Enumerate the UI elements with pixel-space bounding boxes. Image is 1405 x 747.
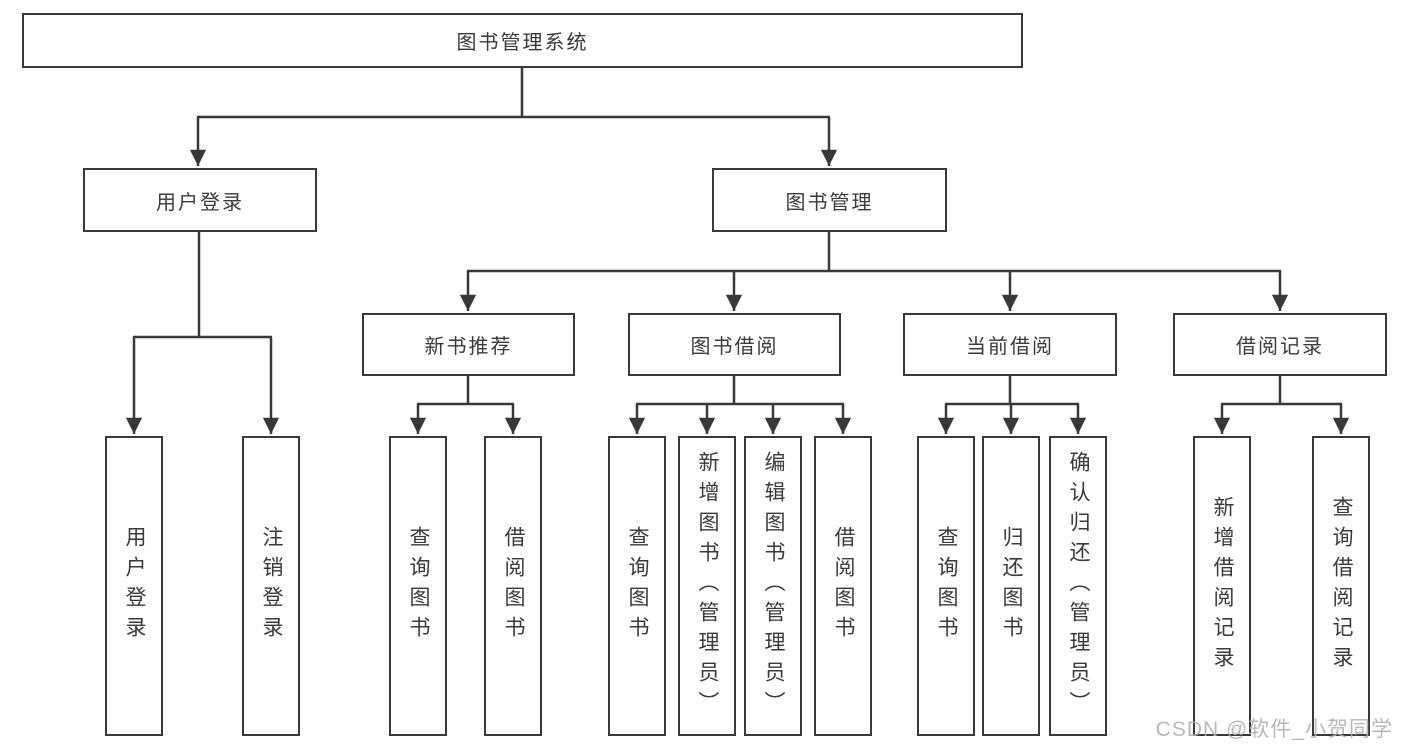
node-current-borrow: 当前借阅	[903, 313, 1117, 376]
node-leaf-query-books-2-label: 查询图书	[626, 526, 649, 646]
node-leaf-query-books-2: 查询图书	[608, 436, 666, 736]
node-borrow-record: 借阅记录	[1173, 313, 1387, 376]
node-leaf-borrow-books-2-label: 借阅图书	[832, 526, 855, 646]
node-leaf-confirm-return-admin: 确认归还（管理员）	[1049, 436, 1107, 736]
node-user-login: 用户登录	[83, 168, 317, 232]
node-leaf-query-books-1-label: 查询图书	[407, 526, 430, 646]
csdn-watermark: CSDN @软件_小贺同学	[1155, 718, 1393, 741]
node-leaf-add-borrow-record-label: 新增借阅记录	[1211, 496, 1234, 676]
node-leaf-query-borrow-record-label: 查询借阅记录	[1330, 496, 1353, 676]
node-leaf-logout: 注销登录	[242, 436, 300, 736]
node-book-management: 图书管理	[712, 168, 947, 232]
node-leaf-add-books-admin: 新增图书（管理员）	[678, 436, 736, 736]
node-book-borrow-label: 图书借阅	[690, 336, 779, 358]
node-leaf-add-borrow-record: 新增借阅记录	[1193, 436, 1251, 736]
node-leaf-borrow-books-1-label: 借阅图书	[502, 526, 525, 646]
node-leaf-logout-label: 注销登录	[260, 526, 283, 646]
node-leaf-edit-books-admin-label: 编辑图书（管理员）	[762, 451, 785, 721]
node-leaf-query-borrow-record: 查询借阅记录	[1312, 436, 1370, 736]
node-leaf-user-login-label: 用户登录	[123, 526, 146, 646]
node-leaf-borrow-books-1: 借阅图书	[484, 436, 542, 736]
node-leaf-return-books: 归还图书	[982, 436, 1040, 736]
node-leaf-confirm-return-admin-label: 确认归还（管理员）	[1067, 451, 1090, 721]
node-leaf-return-books-label: 归还图书	[1000, 526, 1023, 646]
node-book-management-label: 图书管理	[785, 191, 874, 214]
node-leaf-query-books-3: 查询图书	[917, 436, 975, 736]
node-book-borrow: 图书借阅	[628, 313, 841, 376]
node-library-management-system-label: 图书管理系统	[456, 32, 589, 54]
node-current-borrow-label: 当前借阅	[966, 336, 1054, 358]
node-leaf-borrow-books-2: 借阅图书	[814, 436, 872, 736]
node-leaf-add-books-admin-label: 新增图书（管理员）	[696, 451, 719, 721]
node-leaf-edit-books-admin: 编辑图书（管理员）	[744, 436, 802, 736]
node-new-book-recommend: 新书推荐	[362, 313, 575, 376]
node-library-management-system: 图书管理系统	[22, 13, 1023, 68]
node-borrow-record-label: 借阅记录	[1236, 336, 1324, 358]
node-leaf-query-books-3-label: 查询图书	[935, 526, 958, 646]
node-leaf-user-login: 用户登录	[105, 436, 163, 736]
node-user-login-label: 用户登录	[156, 191, 244, 214]
node-leaf-query-books-1: 查询图书	[389, 436, 447, 736]
node-new-book-recommend-label: 新书推荐	[424, 336, 513, 358]
